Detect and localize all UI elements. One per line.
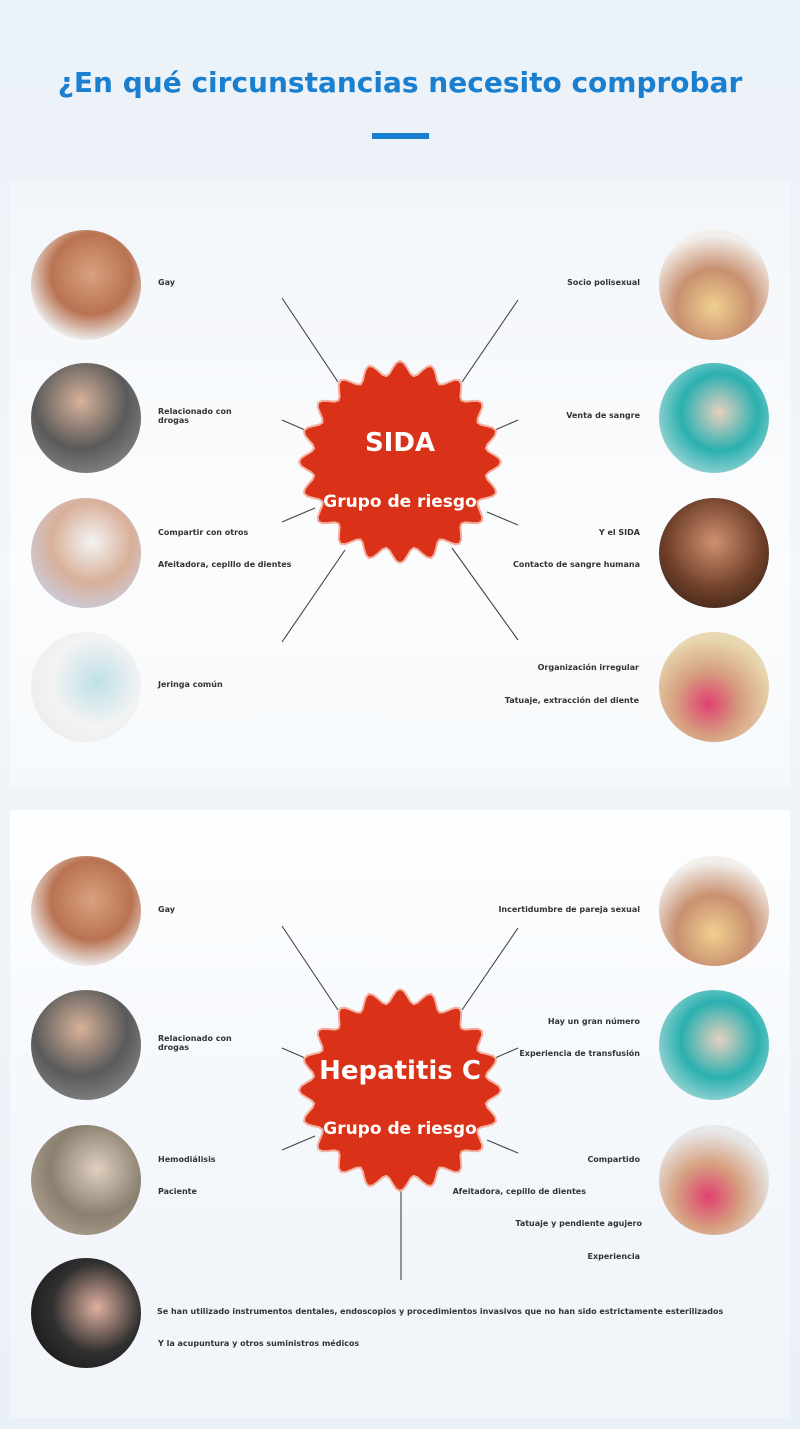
shaving-photo: [31, 498, 141, 608]
connector-line: [281, 1135, 316, 1151]
blood-draw-photo: [659, 363, 769, 473]
tattoo-photo: [659, 1125, 769, 1235]
drug-user-photo: [31, 990, 141, 1100]
risk-label: Tatuaje y pendiente agujero: [515, 1219, 642, 1228]
hepc-badge: [297, 987, 503, 1193]
dentist-photo: [31, 1258, 141, 1368]
connector-line: [281, 1047, 306, 1059]
risk-label: Afeitadora, cepillo de dientes: [452, 1187, 586, 1196]
risk-label: Compartir con otros: [158, 528, 249, 537]
risk-label: Compartido: [587, 1155, 640, 1164]
risk-label: Paciente: [158, 1187, 197, 1196]
risk-label: Tatuaje, extracción del diente: [504, 696, 639, 705]
couple-photo: [31, 230, 141, 340]
risk-label: Gay: [158, 905, 175, 914]
risk-label: Relacionado con drogas: [158, 407, 232, 425]
risk-label: Organización irregular: [537, 663, 639, 672]
risk-label: Socio polisexual: [567, 278, 640, 287]
connector-line: [461, 927, 519, 1011]
connector-line: [486, 511, 519, 526]
blood-draw-photo: [659, 990, 769, 1100]
risk-label: Se han utilizado instrumentos dentales, …: [157, 1307, 724, 1316]
syringe-photo: [31, 632, 141, 742]
risk-label: Contacto de sangre humana: [512, 560, 640, 569]
connector-line: [281, 925, 339, 1011]
connector-line: [281, 297, 339, 383]
connector-line: [494, 1047, 519, 1059]
sida-badge: [297, 359, 503, 565]
connector-line: [461, 299, 519, 383]
risk-label: Gay: [158, 278, 175, 287]
drug-user-photo: [31, 363, 141, 473]
connector-line: [281, 507, 316, 523]
hepc-badge-title: Hepatitis C: [319, 1056, 481, 1086]
couple-photo: [31, 856, 141, 966]
page-title: ¿En qué circunstancias necesito comproba…: [57, 66, 743, 99]
risk-label: Experiencia de transfusión: [519, 1049, 640, 1058]
connector-line: [494, 419, 519, 431]
tattoo-photo: [659, 632, 769, 742]
hepc-badge-subtitle: Grupo de riesgo: [323, 1119, 477, 1139]
risk-label: Afeitadora, cepillo de dientes: [158, 560, 292, 569]
kissing-couple-photo: [659, 230, 769, 340]
connector-line: [451, 547, 519, 641]
risk-label: Y la acupuntura y otros suministros médi…: [158, 1339, 360, 1348]
risk-label: Incertidumbre de pareja sexual: [498, 905, 640, 914]
sida-badge-subtitle: Grupo de riesgo: [323, 492, 477, 512]
title-underline: [372, 133, 429, 139]
sida-badge-title: SIDA: [364, 428, 436, 458]
connector-line: [486, 1139, 519, 1154]
connector-line: [281, 419, 306, 431]
risk-label: Venta de sangre: [566, 411, 640, 420]
connector-line: [281, 549, 346, 643]
risk-label: Hemodiálisis: [158, 1155, 216, 1164]
risk-label: Jeringa común: [158, 680, 223, 689]
risk-label: Relacionado con drogas: [158, 1034, 232, 1052]
dialysis-photo: [31, 1125, 141, 1235]
couple-photo: [659, 498, 769, 608]
kissing-couple-photo: [659, 856, 769, 966]
risk-label: Hay un gran número: [547, 1017, 640, 1026]
risk-label: Y el SIDA: [598, 528, 640, 537]
risk-label: Experiencia: [587, 1252, 640, 1261]
